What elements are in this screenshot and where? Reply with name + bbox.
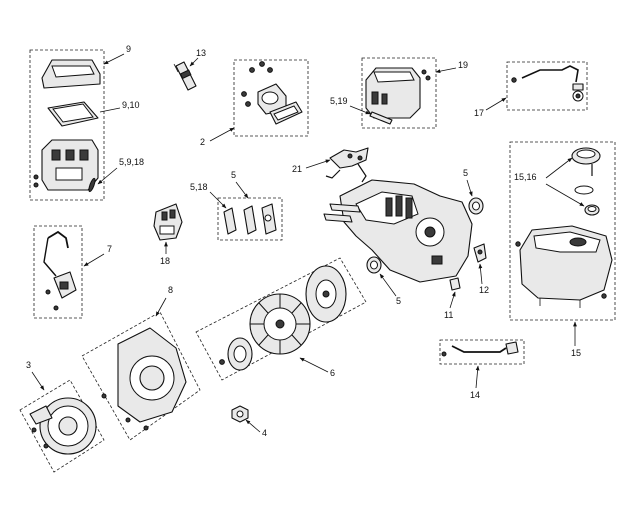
callout-5-lower: 5	[396, 296, 401, 306]
callout-15: 15	[571, 348, 581, 358]
callout-5-9-18: 5,9,18	[119, 157, 144, 167]
flywheel-group-box	[195, 257, 367, 381]
recoil-starter-group-box	[19, 379, 105, 473]
governor-linkage	[325, 147, 369, 183]
fuel-hose-group	[439, 339, 525, 365]
drain-plug	[449, 277, 461, 291]
intake-spacer	[153, 203, 183, 241]
callout-9-10: 9,10	[122, 100, 140, 110]
oil-seal-lower	[366, 256, 382, 274]
gasket-set	[217, 197, 283, 241]
air-filter-base	[41, 139, 99, 191]
callout-9: 9	[126, 44, 131, 54]
callout-3: 3	[26, 360, 31, 370]
callout-7: 7	[107, 244, 112, 254]
callout-6: 6	[330, 368, 335, 378]
oil-seal-upper	[468, 197, 484, 215]
flywheel-group	[195, 257, 367, 381]
fuel-line-group-box	[506, 61, 588, 111]
flywheel-fan	[249, 293, 311, 355]
starter-cup	[219, 337, 253, 371]
air-filter-element	[47, 101, 99, 127]
callout-11: 11	[444, 310, 453, 320]
carburetor-group	[233, 59, 309, 137]
callout-18: 18	[160, 256, 170, 266]
callout-4: 4	[262, 428, 267, 438]
muffler-group	[361, 57, 437, 129]
ignition-coil-group	[33, 225, 83, 319]
fuel-hose-group-box	[439, 339, 525, 365]
fuel-tank-group-box	[509, 141, 616, 321]
fuel-line-assembly	[506, 61, 588, 111]
spark-plug	[173, 61, 197, 91]
callout-5-right: 5	[463, 168, 468, 178]
blower-housing-group	[81, 311, 201, 441]
fuel-tank	[519, 225, 613, 308]
callout-21: 21	[292, 164, 302, 174]
callout-14: 14	[470, 390, 480, 400]
fuel-cap	[571, 147, 601, 176]
callout-5-18: 5,18	[190, 182, 208, 192]
cap-gasket	[574, 185, 594, 195]
callout-8: 8	[168, 285, 173, 295]
callout-5-top: 5	[231, 170, 236, 180]
callout-13: 13	[196, 48, 206, 58]
callout-5-19: 5,19	[330, 96, 348, 106]
ignition-coil-group-box	[33, 225, 83, 319]
air-filter-group-box	[29, 49, 105, 201]
callout-17: 17	[474, 108, 484, 118]
blower-housing-group-box	[81, 311, 201, 441]
callout-19: 19	[458, 60, 468, 70]
callout-12: 12	[479, 285, 489, 295]
callout-15-16: 15,16	[514, 172, 537, 182]
fuel-strainer	[584, 204, 600, 216]
carburetor-group-box	[233, 59, 309, 137]
muffler-group-box	[361, 57, 437, 129]
fuel-tank-group	[509, 141, 616, 321]
engine-block	[323, 179, 473, 283]
gasket-group-box	[217, 197, 283, 241]
air-filter-cover	[41, 59, 101, 89]
oil-fill-cap	[473, 243, 487, 263]
air-filter-assembly	[29, 49, 105, 201]
recoil-starter-group	[19, 379, 105, 473]
flywheel-magneto	[305, 265, 347, 323]
callout-2: 2	[200, 137, 205, 147]
flywheel-nut	[231, 405, 249, 423]
